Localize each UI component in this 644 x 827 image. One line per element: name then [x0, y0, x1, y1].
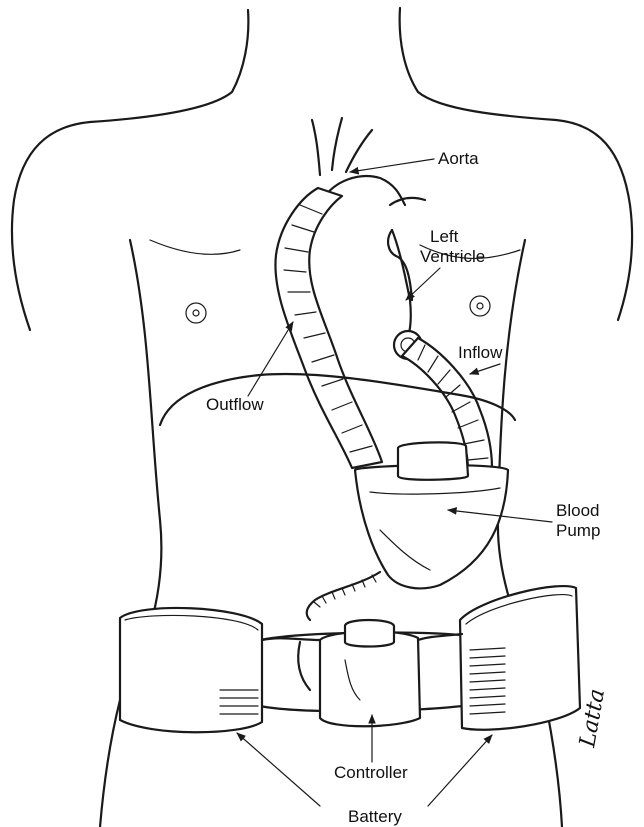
label-left-ventricle-line2: Ventricle: [420, 247, 485, 266]
battery-left: [120, 608, 262, 732]
label-inflow: Inflow: [458, 343, 503, 362]
label-controller: Controller: [334, 763, 408, 782]
label-blood-pump-line1: Blood: [556, 501, 599, 520]
label-blood-pump-line2: Pump: [556, 521, 600, 540]
nipple-right: [470, 296, 490, 316]
battery-right: [460, 586, 580, 730]
label-aorta: Aorta: [438, 149, 479, 168]
drive-line-coil: [307, 572, 380, 620]
aorta-vessel: [312, 118, 425, 345]
label-battery: Battery: [348, 807, 402, 826]
label-outflow: Outflow: [206, 395, 264, 414]
outflow-graft: [275, 188, 382, 468]
nipple-left: [186, 303, 206, 323]
label-left-ventricle-line1: Left: [430, 227, 459, 246]
